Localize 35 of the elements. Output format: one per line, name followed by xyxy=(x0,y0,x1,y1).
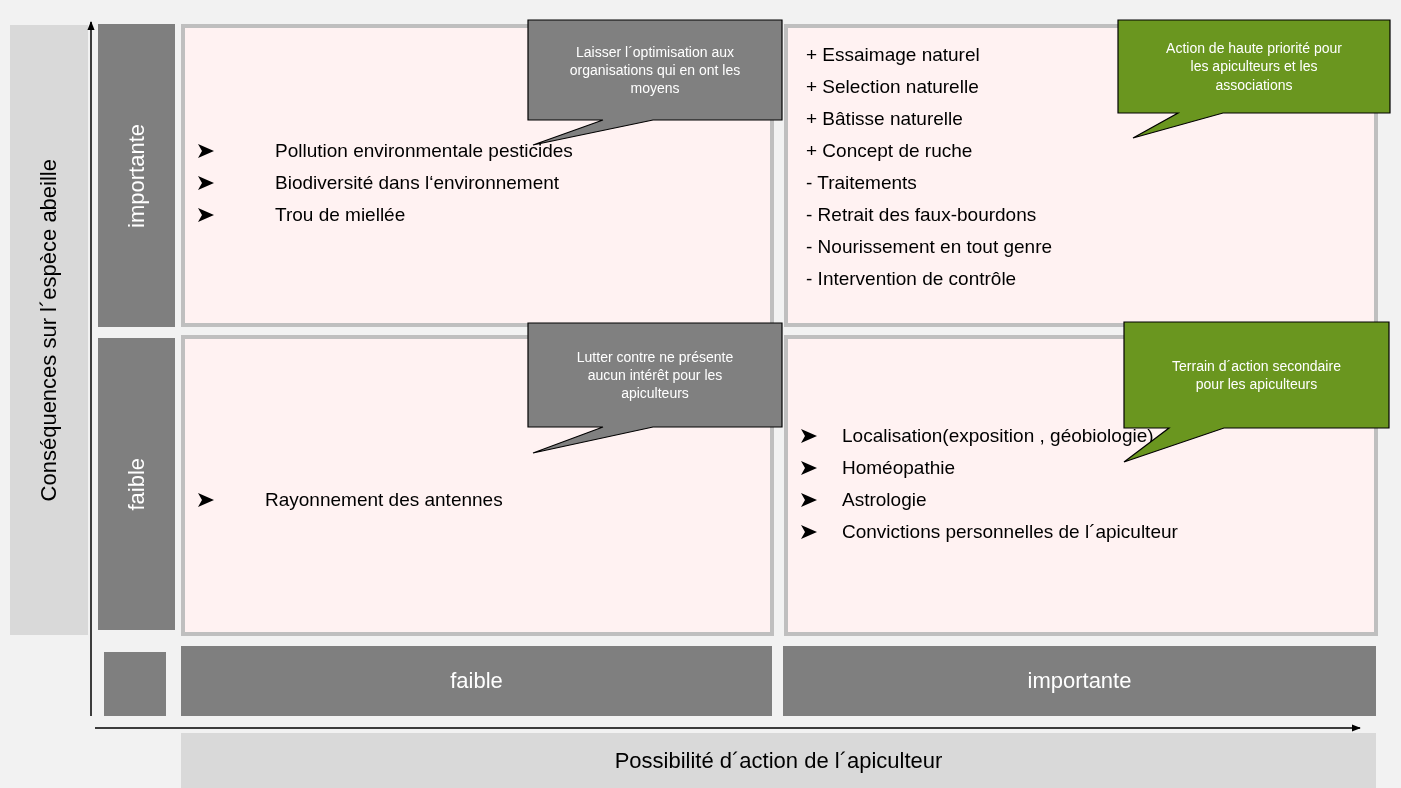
list-item-text: - Nourissement en tout genre xyxy=(806,236,1053,258)
axis-title: Possibilité d´action de l´apiculteur xyxy=(614,747,943,774)
callout-text: Lutter contre ne présente aucun intérêt pour les apiculteurs xyxy=(575,347,735,403)
callout-text: Action de haute priorité pour les apiculteurs et les associations xyxy=(1165,39,1343,94)
list-item-text: Convictions personnelles de l´apiculteur xyxy=(842,521,1178,543)
scale-text: faible xyxy=(123,457,150,511)
scale-text: importante xyxy=(123,123,150,228)
scale-label xyxy=(98,338,175,630)
list-item-text: Rayonnement des antennes xyxy=(265,489,503,511)
speech-bubble-tooltip xyxy=(1118,20,1390,138)
callout-text: Laisser l´optimisation aux organisations qui en ont les moyens xyxy=(568,42,742,98)
list-item-text: + Bâtisse naturelle xyxy=(806,108,963,130)
list-item-text: - Traitements xyxy=(806,172,917,194)
speech-bubble-tooltip xyxy=(528,323,782,453)
callout-text: Terrain d´action secondaire pour les apiculteurs xyxy=(1171,356,1342,394)
scale-text: importante xyxy=(1027,668,1132,694)
scale-label xyxy=(98,24,175,327)
list-item-text: Trou de miellée xyxy=(275,204,406,226)
scale-text: faible xyxy=(450,668,503,694)
list-item-text: Localisation(exposition , géobiologie) xyxy=(842,425,1154,447)
list-item-text: + Selection naturelle xyxy=(806,76,979,98)
list-item-text: + Concept de ruche xyxy=(806,140,973,162)
list-item-text: Pollution environmentale pesticides xyxy=(275,140,573,162)
axis-title-band xyxy=(181,733,1376,788)
list-item-text: Biodiversité dans l‘environnement xyxy=(275,172,560,194)
scale-label xyxy=(181,646,772,716)
scale-label xyxy=(783,646,1376,716)
list-item-text: + Essaimage naturel xyxy=(806,44,980,66)
corner-block xyxy=(104,652,166,716)
list-item-text: - Retrait des faux-bourdons xyxy=(806,204,1037,226)
list-item-text: - Intervention de contrôle xyxy=(806,268,1017,290)
list-item-text: Homéopathie xyxy=(842,457,956,479)
axis-title-band xyxy=(10,25,88,635)
list-item-text: Astrologie xyxy=(842,489,927,511)
axis-title: Conséquences sur l´espèce abeille xyxy=(36,158,62,502)
